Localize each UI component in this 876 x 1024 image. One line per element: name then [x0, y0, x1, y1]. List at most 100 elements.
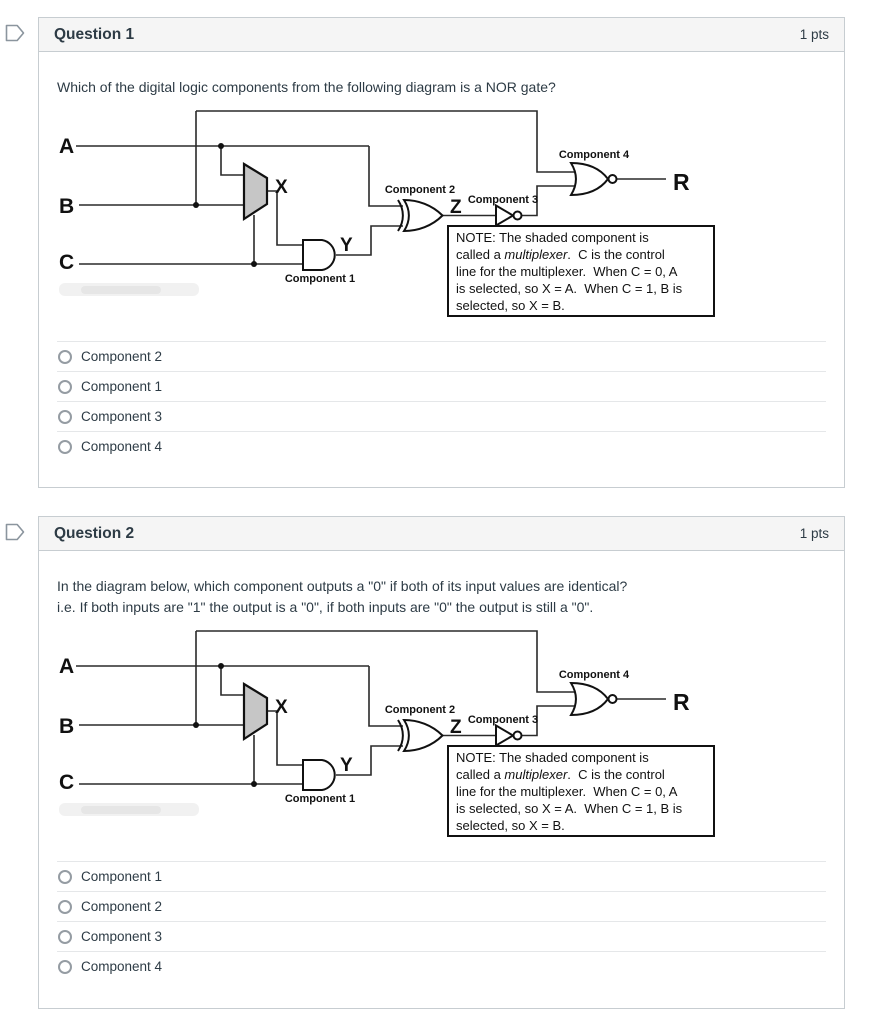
svg-text:line for the multiplexer. Whe: line for the multiplexer. When C = 0, A	[456, 264, 678, 279]
answer-label[interactable]: Component 1	[81, 869, 163, 884]
label-component-2: Component 2	[385, 704, 455, 716]
wire-not-to-nor	[521, 705, 579, 737]
answer-radio[interactable]	[58, 899, 72, 914]
svg-text:is selected, so X = A. When C: is selected, so X = A. When C = 1, B is	[456, 281, 683, 296]
not-gate	[495, 723, 523, 748]
label-input-a: A	[59, 655, 74, 678]
question-1-header: Question 1 1 pts	[39, 18, 844, 52]
question-text: Which of the digital logic components fr…	[57, 79, 556, 95]
watermark-smudge	[59, 283, 199, 296]
label-signal-x: X	[275, 697, 288, 718]
not-bubble	[512, 730, 523, 741]
answer-radio[interactable]	[58, 379, 72, 394]
wire-y	[336, 225, 403, 256]
nor-gate	[569, 161, 618, 197]
label-signal-r: R	[673, 689, 690, 715]
xor-gate	[397, 718, 444, 753]
label-component-2: Component 2	[385, 184, 455, 196]
question-title: Question 1	[54, 25, 135, 43]
answer-radio[interactable]	[58, 349, 72, 364]
circuit-diagram-svg: A B C X Y Z R Component 1 Component 2 Co…	[59, 630, 715, 837]
wire-not-to-nor	[521, 185, 579, 217]
question-points: 1 pts	[799, 526, 829, 541]
label-signal-z: Z	[450, 197, 462, 218]
answer-radio[interactable]	[58, 409, 72, 424]
nor-gate	[569, 681, 618, 717]
answer-option[interactable]: Component 2	[57, 891, 826, 921]
wire-x	[267, 190, 303, 246]
svg-text:called a multiplexer. C is th: called a multiplexer. C is the control	[456, 767, 665, 782]
wire-x	[267, 710, 303, 766]
answer-label[interactable]: Component 4	[81, 439, 163, 454]
label-signal-y: Y	[340, 755, 353, 776]
xor-gate	[397, 198, 444, 233]
svg-text:line for the multiplexer. Whe: line for the multiplexer. When C = 0, A	[456, 784, 678, 799]
note-box: NOTE: The shaded component is called a m…	[447, 225, 715, 317]
nor-bubble	[607, 694, 618, 704]
answer-list: Component 2 Component 1 Component 3 Comp…	[57, 341, 826, 461]
answer-option[interactable]: Component 4	[57, 951, 826, 981]
answer-option[interactable]: Component 2	[57, 341, 826, 371]
wire-a-to-mux	[220, 666, 244, 696]
wire-a-to-xor	[368, 666, 403, 727]
circuit-diagram-svg: A B C X Y Z R Component 1 Component 2 Co…	[59, 110, 715, 317]
wires	[76, 110, 666, 265]
multiplexer	[242, 162, 269, 222]
label-component-1: Component 1	[285, 793, 355, 805]
label-component-3: Component 3	[468, 194, 538, 206]
note-box: NOTE: The shaded component is called a m…	[447, 745, 715, 837]
answer-label[interactable]: Component 3	[81, 929, 163, 944]
label-component-4: Component 4	[559, 669, 630, 681]
question-1-body: Which of the digital logic components fr…	[39, 52, 844, 461]
answer-radio[interactable]	[58, 869, 72, 884]
not-gate	[495, 203, 523, 228]
label-input-a: A	[59, 135, 74, 158]
flag-question-2-icon[interactable]	[4, 522, 26, 542]
svg-text:selected, so X = B.: selected, so X = B.	[456, 298, 565, 313]
junction-dots	[193, 143, 257, 267]
answer-label[interactable]: Component 4	[81, 959, 163, 974]
answer-list: Component 1 Component 2 Component 3 Comp…	[57, 861, 826, 981]
and-gate	[302, 759, 336, 791]
answer-option[interactable]: Component 3	[57, 401, 826, 431]
label-input-c: C	[59, 771, 74, 794]
answer-radio[interactable]	[58, 959, 72, 974]
svg-text:called a multiplexer. C is th: called a multiplexer. C is the control	[456, 247, 665, 262]
label-input-b: B	[59, 715, 74, 738]
flag-question-1-icon[interactable]	[4, 23, 26, 43]
label-signal-x: X	[275, 177, 288, 198]
answer-label[interactable]: Component 2	[81, 349, 163, 364]
svg-text:NOTE: The shaded component is: NOTE: The shaded component is	[456, 230, 649, 245]
nor-bubble	[607, 174, 618, 184]
label-component-1: Component 1	[285, 273, 355, 285]
answer-option[interactable]: Component 1	[57, 371, 826, 401]
answer-radio[interactable]	[58, 439, 72, 454]
label-input-b: B	[59, 195, 74, 218]
answer-option[interactable]: Component 1	[57, 861, 826, 891]
circuit-diagram: A B C X Y Z R Component 1 Component 2 Co…	[51, 103, 826, 333]
answer-radio[interactable]	[58, 929, 72, 944]
answer-option[interactable]: Component 3	[57, 921, 826, 951]
question-2-header: Question 2 1 pts	[39, 517, 844, 551]
question-text: i.e. If both inputs are "1" the output i…	[57, 599, 594, 615]
label-signal-y: Y	[340, 235, 353, 256]
answer-label[interactable]: Component 2	[81, 899, 163, 914]
svg-text:selected, so X = B.: selected, so X = B.	[456, 818, 565, 833]
svg-text:NOTE: The shaded component is: NOTE: The shaded component is	[456, 750, 649, 765]
label-input-c: C	[59, 251, 74, 274]
question-2-body: In the diagram below, which component ou…	[39, 551, 844, 981]
label-component-3: Component 3	[468, 714, 538, 726]
answer-label[interactable]: Component 3	[81, 409, 163, 424]
answer-label[interactable]: Component 1	[81, 379, 163, 394]
answer-option[interactable]: Component 4	[57, 431, 826, 461]
multiplexer	[242, 682, 269, 742]
svg-text:is selected, so X = A. When C: is selected, so X = A. When C = 1, B is	[456, 801, 683, 816]
question-text: In the diagram below, which component ou…	[57, 578, 628, 594]
label-component-4: Component 4	[559, 149, 630, 161]
question-2-card: Question 2 1 pts In the diagram below, w…	[38, 516, 845, 1009]
wire-b-top-feedback	[196, 110, 579, 173]
question-points: 1 pts	[799, 27, 829, 42]
junction-dots	[193, 663, 257, 787]
label-signal-z: Z	[450, 717, 462, 738]
